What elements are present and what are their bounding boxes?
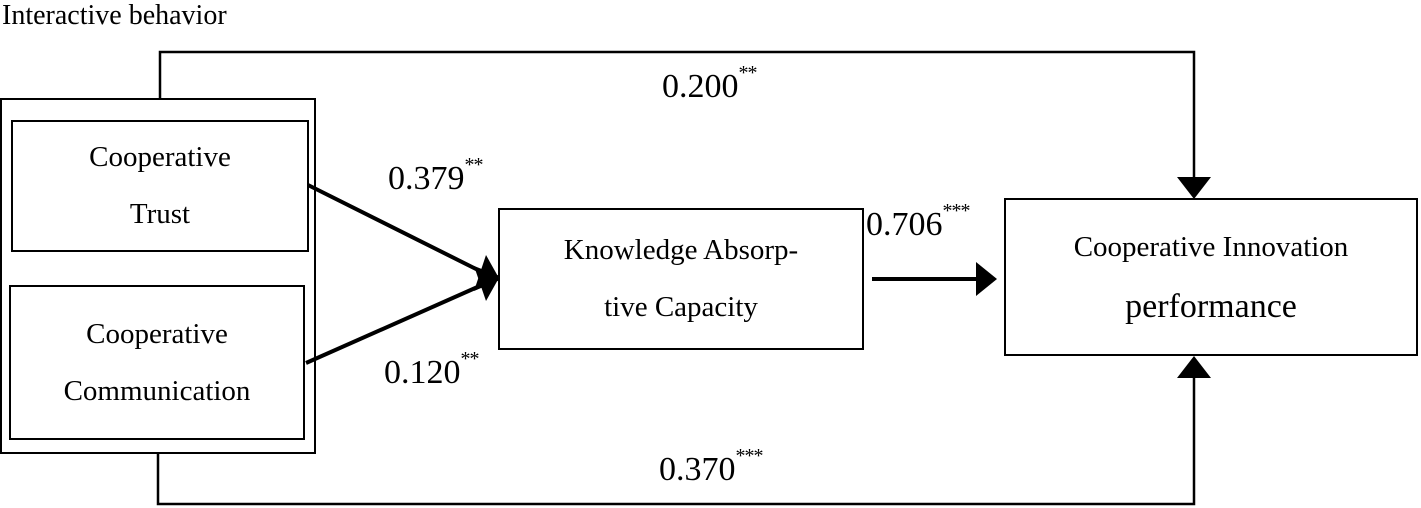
node-cooperative-innovation-performance: Cooperative Innovation performance <box>1004 198 1418 356</box>
path-line-trust-absorptive <box>307 183 483 274</box>
coef-trust-innovation-sig: ** <box>738 62 758 84</box>
node-cooperative-communication: Cooperative Communication <box>9 285 305 440</box>
arrowhead-trust-innovation <box>1177 177 1211 199</box>
coef-trust-innovation: 0.200** <box>662 62 758 106</box>
node-trust-line2: Trust <box>129 198 191 230</box>
coef-communication-absorptive-sig: ** <box>460 348 480 370</box>
coef-trust-innovation-value: 0.200 <box>662 68 739 105</box>
coef-absorptive-innovation-value: 0.706 <box>866 206 943 243</box>
coef-absorptive-innovation-sig: *** <box>942 200 971 222</box>
node-communication-line2: Communication <box>63 374 251 407</box>
arrowhead-communication-absorptive <box>474 266 500 301</box>
node-cooperative-trust: Cooperative Trust <box>11 120 309 252</box>
coef-communication-innovation-sig: *** <box>735 445 764 467</box>
arrowhead-communication-innovation <box>1177 356 1211 378</box>
interactive-behavior-group <box>0 98 316 454</box>
node-trust-line1: Cooperative <box>89 141 231 173</box>
node-innovation-line2: performance <box>1125 288 1297 325</box>
path-line-trust-innovation <box>158 50 1196 180</box>
coef-communication-innovation-value: 0.370 <box>659 451 736 488</box>
coef-communication-innovation: 0.370*** <box>659 445 764 489</box>
node-communication-line1: Cooperative <box>86 317 228 350</box>
coef-absorptive-innovation: 0.706*** <box>866 200 971 244</box>
coef-communication-absorptive-value: 0.120 <box>384 354 461 391</box>
coef-trust-absorptive: 0.379** <box>388 154 484 198</box>
node-knowledge-absorptive-capacity: Knowledge Absorp- tive Capacity <box>498 208 864 350</box>
coef-trust-absorptive-value: 0.379 <box>388 160 465 197</box>
coef-communication-absorptive: 0.120** <box>384 348 480 392</box>
path-line-communication-innovation <box>156 376 1196 506</box>
node-innovation-line1: Cooperative Innovation <box>1073 231 1349 263</box>
arrowhead-absorptive-innovation <box>976 262 997 296</box>
path-line-communication-absorptive <box>305 283 483 365</box>
node-absorptive-line2: tive Capacity <box>604 291 758 323</box>
node-absorptive-line1: Knowledge Absorp- <box>563 234 799 266</box>
group-label: Interactive behavior <box>2 0 227 31</box>
coef-trust-absorptive-sig: ** <box>464 154 484 176</box>
